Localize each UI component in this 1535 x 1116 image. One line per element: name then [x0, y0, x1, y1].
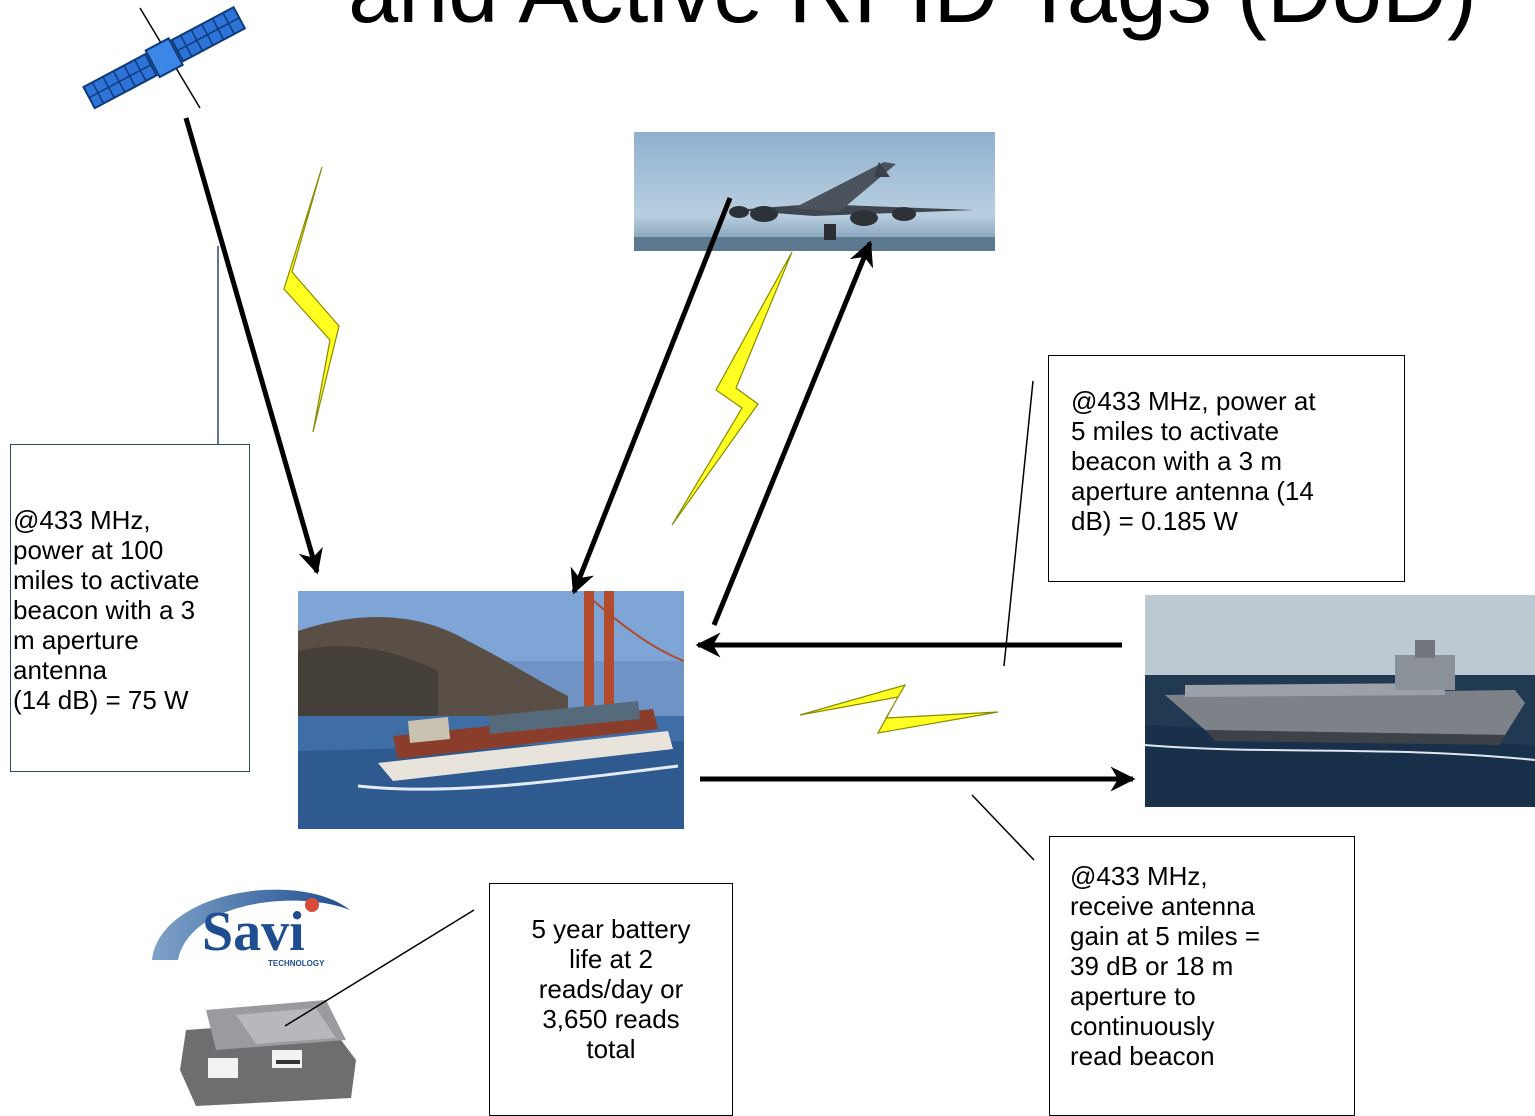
- lightning-satellite: [283, 166, 340, 433]
- lightning-aircraft: [671, 251, 793, 526]
- callout-satellite-power: @433 MHz, power at 100 miles to activate…: [10, 444, 250, 772]
- callout-receive-gain-text: @433 MHz, receive antenna gain at 5 mile…: [1070, 861, 1261, 1071]
- satellite-icon: [82, 5, 247, 110]
- navy-ship-photo: [1145, 595, 1535, 807]
- logo-subtext: TECHNOLOGY: [268, 959, 325, 968]
- callout-satellite-power-text: @433 MHz, power at 100 miles to activate…: [13, 505, 200, 715]
- slide-title: and Active RFID Tags (DoD): [0, 0, 1535, 42]
- aircraft-to-ship-arrow: [570, 197, 733, 595]
- callout-aircraft-power: @433 MHz, power at 5 miles to activate b…: [1048, 355, 1405, 582]
- container-ship-photo: [298, 591, 684, 829]
- ship-to-aircraft-arrow: [711, 240, 874, 626]
- cargo-aircraft-photo: [634, 132, 995, 251]
- logo-name: Savi: [202, 901, 305, 963]
- satellite-to-ship-arrow: [183, 117, 323, 575]
- callout-aircraft-power-text: @433 MHz, power at 5 miles to activate b…: [1071, 386, 1316, 536]
- lightning-navy: [799, 684, 999, 734]
- savi-technology-logo: Savi TECHNOLOGY: [150, 870, 360, 970]
- rfid-tag-photo: [176, 980, 361, 1106]
- callout-receive-gain: @433 MHz, receive antenna gain at 5 mile…: [1049, 836, 1355, 1116]
- callout-battery-life-text: 5 year battery life at 2 reads/day or 3,…: [531, 914, 691, 1064]
- callout-battery-life: 5 year battery life at 2 reads/day or 3,…: [489, 883, 733, 1116]
